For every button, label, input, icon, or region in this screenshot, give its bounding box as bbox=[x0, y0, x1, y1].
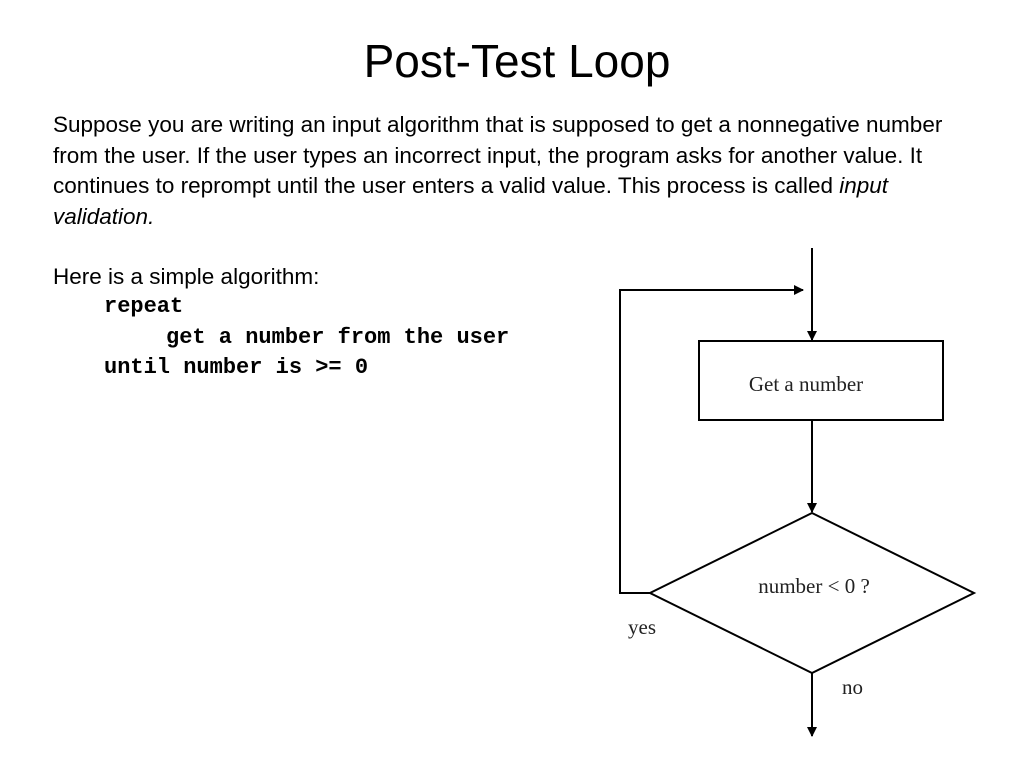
process-box bbox=[698, 340, 944, 421]
no-label: no bbox=[842, 675, 863, 699]
process-label: Get a number bbox=[749, 372, 863, 396]
slide-title: Post-Test Loop bbox=[363, 35, 671, 87]
code-line-get-number: get a number from the user bbox=[166, 325, 510, 350]
code-line-repeat: repeat bbox=[104, 294, 184, 319]
intro-paragraph: Suppose you are writing an input algorit… bbox=[53, 110, 953, 232]
intro-text: Suppose you are writing an input algorit… bbox=[53, 112, 943, 198]
yes-label: yes bbox=[628, 615, 656, 639]
code-line-until: until number is >= 0 bbox=[104, 355, 369, 380]
loop-back-arrow bbox=[619, 285, 804, 594]
algorithm-lead: Here is a simple algorithm: bbox=[53, 264, 320, 289]
intro-term: input validation. bbox=[53, 173, 889, 229]
decision-label: number < 0 ? bbox=[758, 574, 870, 598]
